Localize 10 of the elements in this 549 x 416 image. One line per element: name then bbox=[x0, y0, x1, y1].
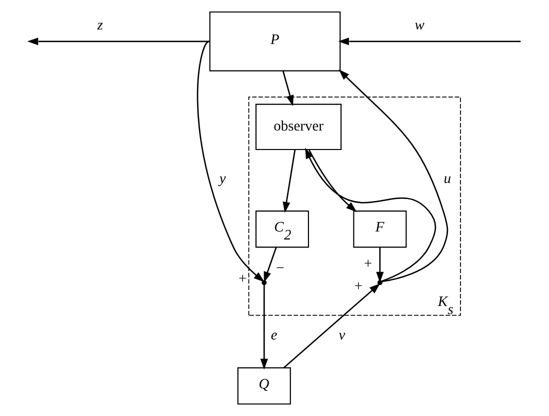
edge-label: v bbox=[338, 328, 345, 344]
edge-label: e bbox=[270, 328, 277, 344]
edge-label: z bbox=[96, 17, 102, 34]
edge-label: u bbox=[443, 170, 450, 187]
node-label: − bbox=[276, 260, 284, 276]
edge-label: w bbox=[414, 17, 424, 34]
node-label: + bbox=[238, 270, 246, 287]
node-label: + bbox=[354, 278, 362, 294]
edge-label: y bbox=[218, 170, 226, 187]
node-label: + bbox=[363, 256, 372, 272]
